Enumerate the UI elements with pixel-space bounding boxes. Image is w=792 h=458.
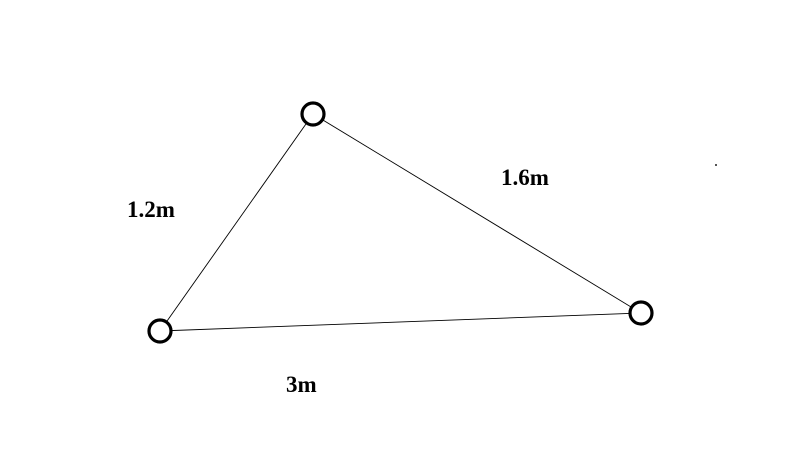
edge-top-right [312,113,642,314]
edge-label-left-right: 3m [286,372,317,397]
edge-label-left-top: 1.2m [127,197,175,222]
vertex-top [300,101,326,127]
edge-left-top [159,113,314,332]
edge-left-right [159,312,642,332]
edge-label-top-right: 1.6m [501,165,549,190]
stray-speck [715,164,717,166]
vertex-right [628,300,654,326]
vertex-left [147,318,173,344]
